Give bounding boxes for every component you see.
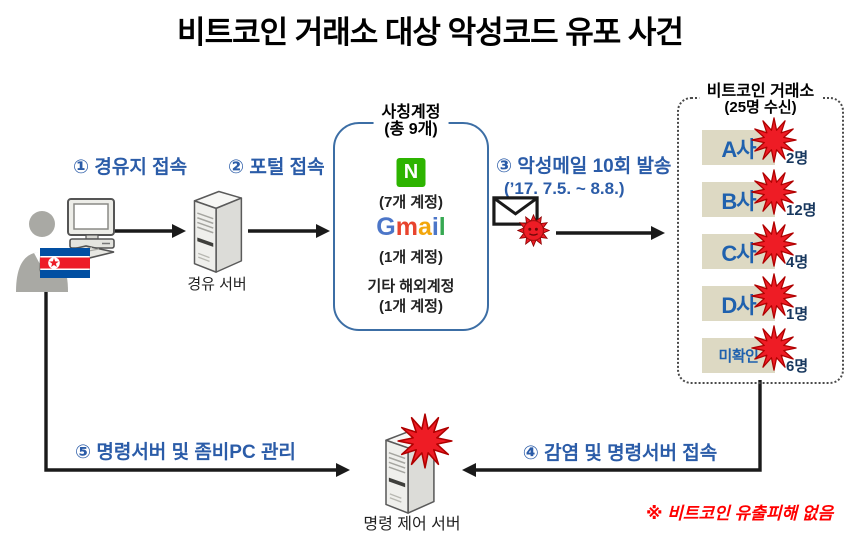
exchange-row: B사 12명 [699,169,842,228]
step5-label: ⑤ 명령서버 및 좀비PC 관리 [75,442,296,463]
exchange-victim-count: 6명 [786,358,809,375]
exchange-victim-count: 4명 [786,254,809,271]
exchange-name: B사 [702,182,775,217]
gmail-letter: a [417,213,432,241]
exchange-row: D사 1명 [699,273,842,332]
explosion-icon [397,413,453,469]
c2-server-label: 명령 제어 서버 [363,516,461,533]
arrow-exchanges-to-c2 [474,380,762,472]
other-accounts-count: (1개 계정) [379,298,443,315]
accounts-box-title-line1: 사칭계정 [381,104,441,121]
exchange-name: 미확인 [702,338,775,373]
exchanges-title-line2: (25명 수신) [724,99,797,116]
exchange-row: 미확인 6명 [699,325,842,384]
relay-server-icon [193,190,243,273]
no-bitcoin-loss-note: ※ 비트코인 유출피해 없음 [646,504,834,523]
naver-letter: N [403,161,419,183]
gmail-letter: l [438,213,446,241]
bitcoin-exchanges-box: 비트코인 거래소 (25명 수신) A사 2명 B사 12명 C사 4명 D사 [677,83,844,384]
exchange-name: C사 [702,234,775,269]
exchange-victim-count: 2명 [786,150,809,167]
page-title: 비트코인 거래소 대상 악성코드 유포 사건 [177,15,684,50]
step3-label: ③ 악성메일 10회 발송 [496,156,672,177]
step3-dates: (’17. 7.5. ~ 8.8.) [504,179,625,198]
gmail-wordmark-icon: Gmail [335,214,487,240]
malicious-mail-icon [492,196,539,226]
arrow-attacker-to-c2 [44,292,338,472]
exchange-name: A사 [702,130,775,165]
gmail-account-count: (1개 계정) [379,249,443,266]
exchange-victim-count: 12명 [786,202,817,219]
gmail-letter: G [376,213,396,241]
exchange-victim-count: 1명 [786,306,809,323]
exchanges-box-title: 비트코인 거래소 (25명 수신) [698,83,823,116]
north-korea-flag-icon [40,248,90,278]
accounts-box-title: 사칭계정 (총 9개) [373,104,449,138]
step1-label: ① 경유지 접속 [73,157,188,178]
other-accounts-label: 기타 해외계정 [367,278,455,295]
exchange-name: D사 [702,286,775,321]
gmail-letter: i [431,213,439,241]
relay-server-label: 경유 서버 [187,276,247,293]
gmail-letter: m [395,213,418,241]
exchange-row: C사 4명 [699,221,842,280]
accounts-box-title-line2: (총 9개) [384,121,438,138]
step4-label: ④ 감염 및 명령서버 접속 [522,443,718,464]
exchange-row: A사 2명 [699,117,842,176]
impersonation-accounts-box: 사칭계정 (총 9개) N (7개 계정) Gmail (1개 계정) 기타 해… [333,104,489,331]
naver-n-logo-icon: N [396,158,426,187]
step2-label: ② 포털 접속 [228,157,325,178]
step3-label-block: ③ 악성메일 10회 발송 (’17. 7.5. ~ 8.8.) [496,151,671,199]
virus-icon [517,214,550,247]
naver-account-count: (7개 계정) [379,194,443,211]
exchanges-title-line1: 비트코인 거래소 [706,83,815,100]
